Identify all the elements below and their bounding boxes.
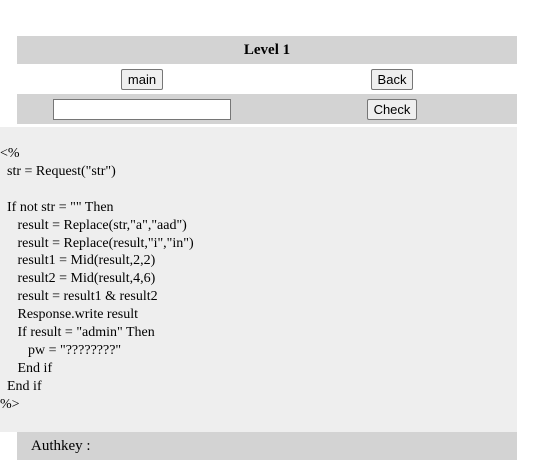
main-button[interactable]: main — [120, 68, 164, 90]
back-cell: Back — [267, 68, 517, 90]
level-title: Level 1 — [243, 41, 291, 58]
str-input[interactable] — [53, 98, 231, 120]
authkey-label: Authkey : — [31, 437, 91, 454]
main-cell: main — [17, 68, 267, 90]
source-code: <% str = Request("str") If not str = "" … — [0, 146, 194, 412]
authkey-bar: Authkey : — [17, 432, 517, 460]
level-title-bar: Level 1 — [17, 36, 517, 64]
level-panel: Level 1 main Back Check — [17, 36, 517, 124]
input-cell — [17, 98, 267, 120]
check-cell: Check — [267, 98, 517, 120]
form-row: Check — [17, 94, 517, 124]
check-button[interactable]: Check — [366, 98, 418, 120]
source-code-panel: <% str = Request("str") If not str = "" … — [0, 127, 517, 432]
nav-row: main Back — [17, 64, 517, 94]
back-button[interactable]: Back — [370, 68, 414, 90]
